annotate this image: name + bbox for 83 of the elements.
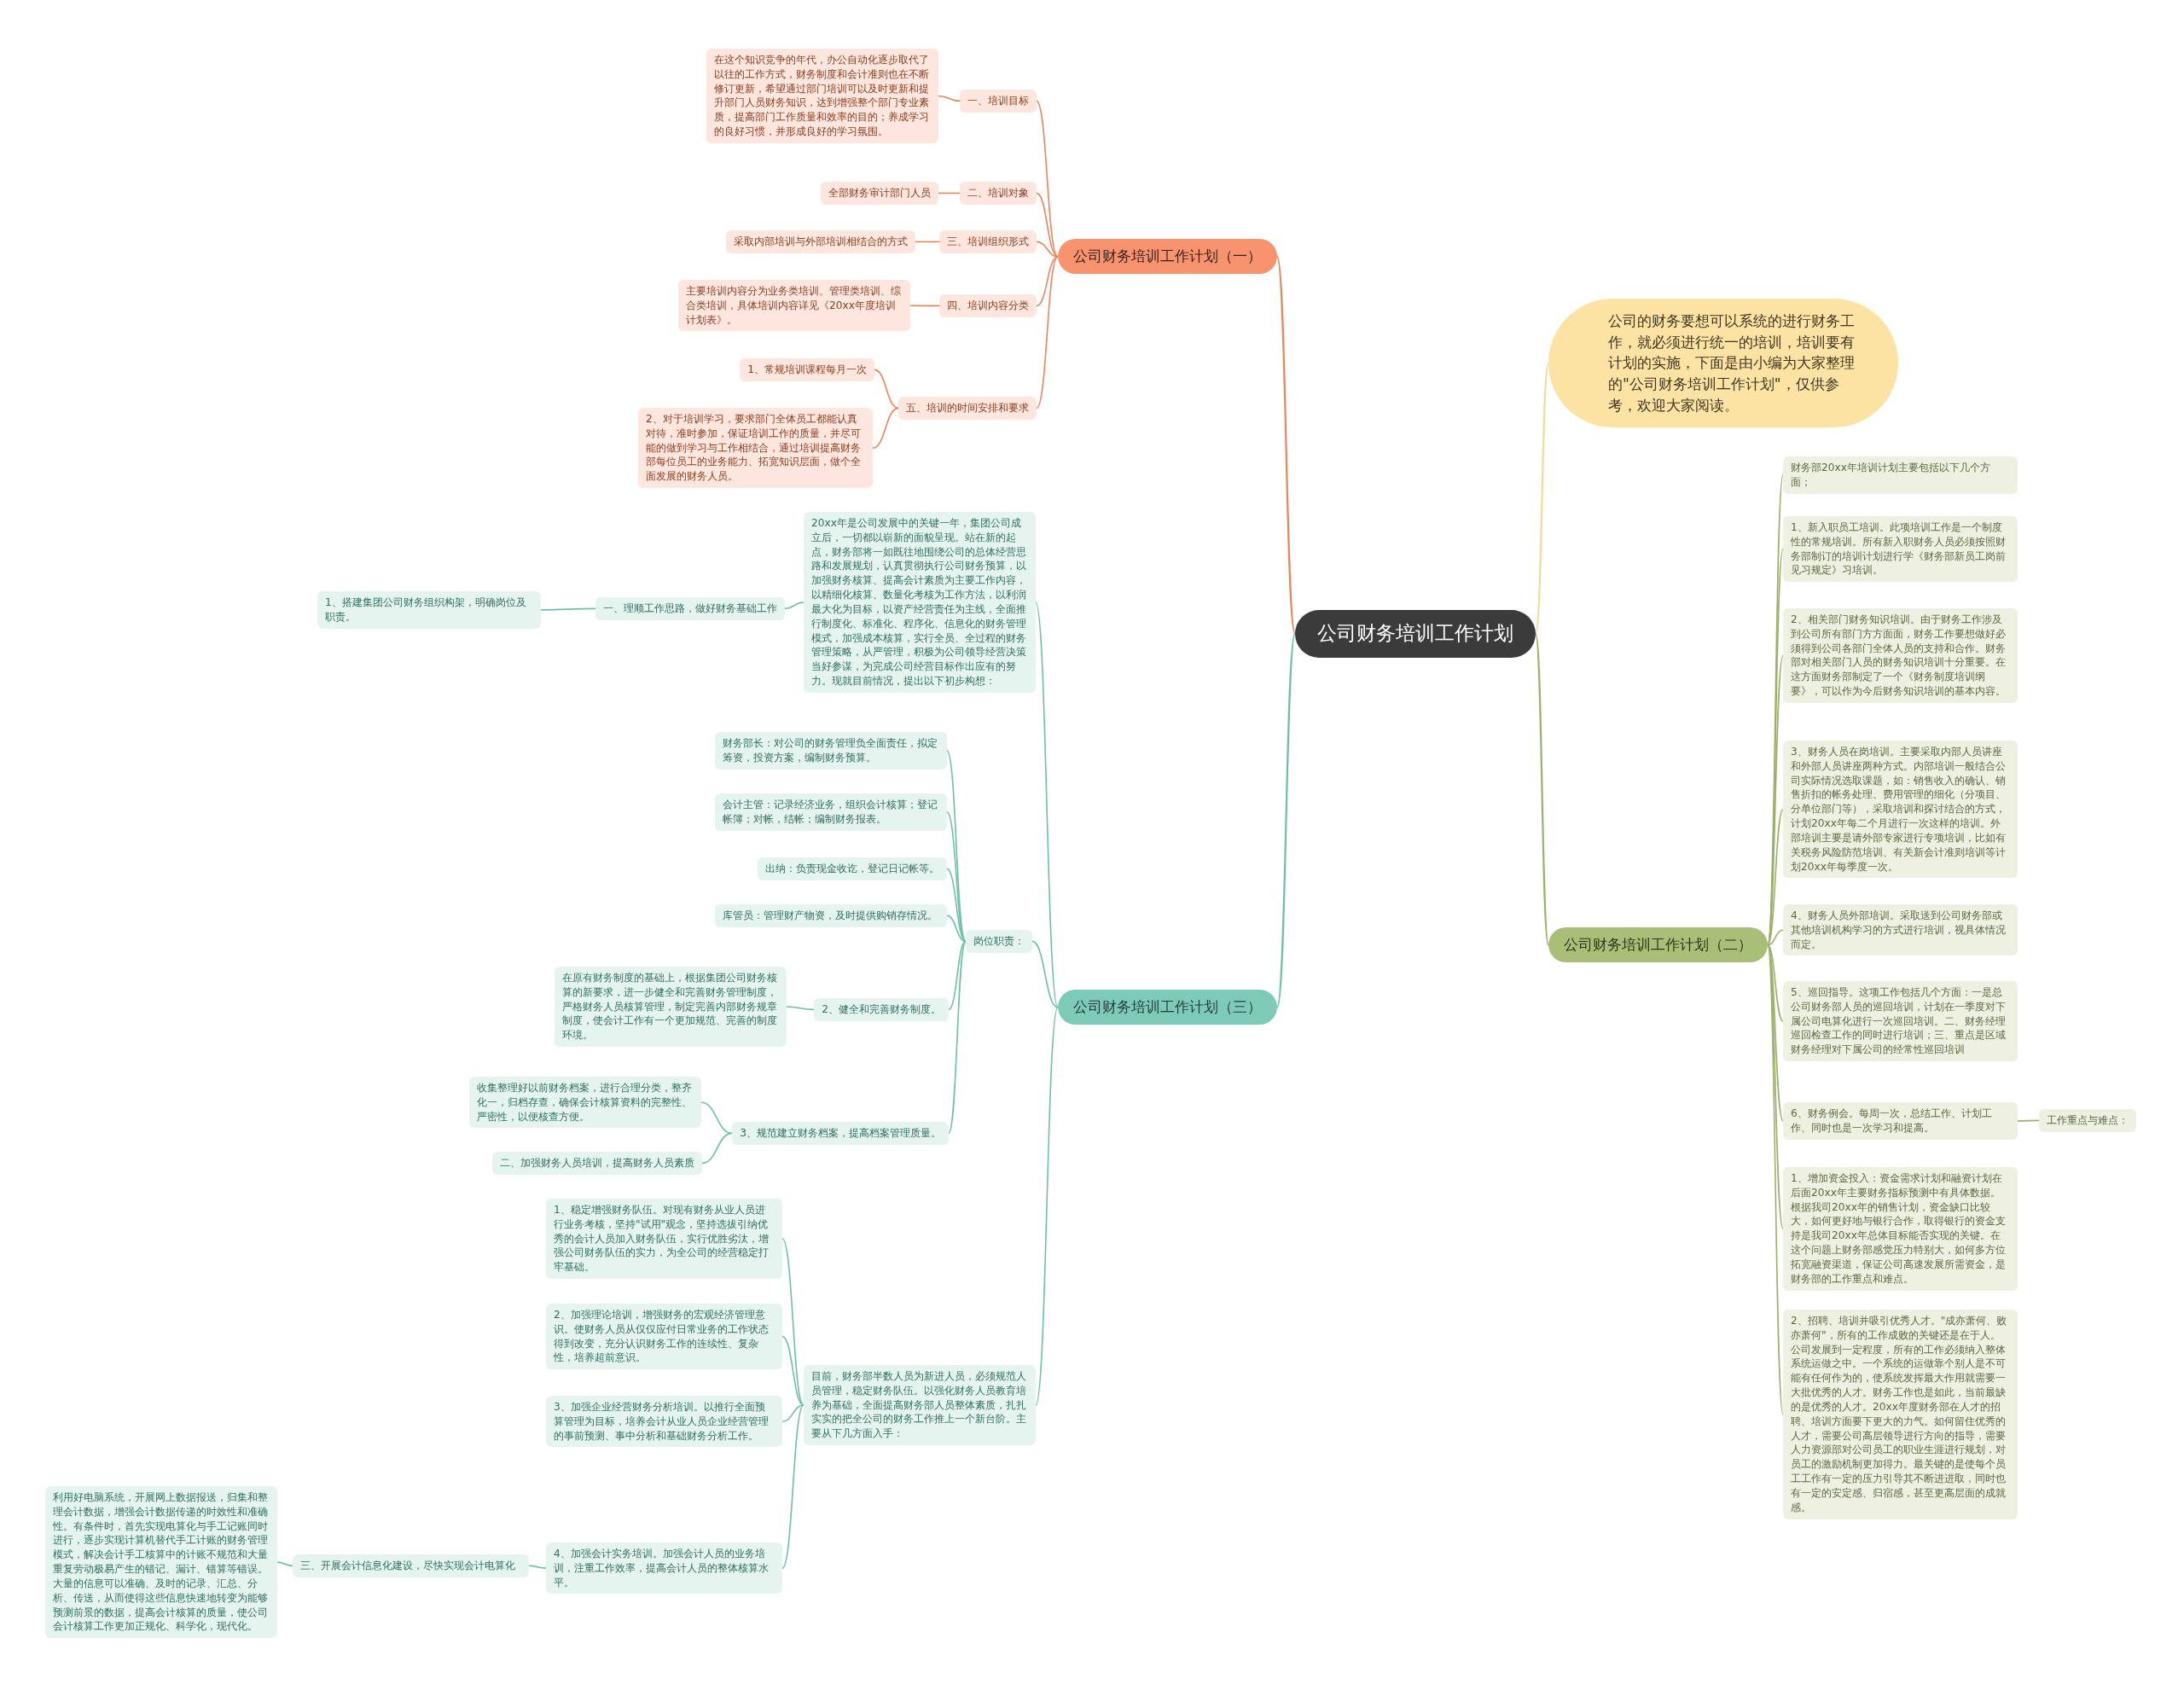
- text-box: 财务部长：对公司的财务管理负全面责任，拟定筹资，投资方案，编制财务预算。: [715, 732, 947, 770]
- connector-line: [1035, 601, 1059, 1008]
- text-box: 1、常规培训课程每月一次: [740, 358, 874, 381]
- text-box: 2、招聘、培训并吸引优秀人才。"成亦萧何、败亦萧何"，所有的工作成败的关键还是在于人。公司发展到一定程度，所有的工作必须纳入整体系统运做之中。一个系统的运做靠个别人是不可能有任何作为的，使系统发挥最大作用就需要一大批优秀的人才。财务工作也是如此，当前最缺的是优秀的人才。20xx年度财务部在人才的招聘、培训方面要下更大的力气。如何留住优秀的人才，需要公司高层领导进行方向的指导，需要人力资源部对公司员工的职业生涯进行规划，对员工的激励机制更加得力。最关键的是使每个员工工作有一定的压力引导其不断进进取，同时也有一定的安定感、归宿感，甚至更高层面的成就感。: [1783, 1310, 2018, 1519]
- text-box: 2、相关部门财务知识培训。由于财务工作涉及到公司所有部门方方面面，财务工作要想做好必须得到公司各部门全体人员的支持和合作。财务部对相关部门人员的财务知识培训十分重要。在这方面财务部制定了一个《财务制度培训纲要》，可以作为今后财务知识培训的基本内容。: [1783, 608, 2018, 703]
- topic-box: 二、加强财务人员培训，提高财务人员素质: [492, 1152, 702, 1175]
- connector-line: [938, 192, 961, 195]
- text-box: 主要培训内容分为业务类培训、管理类培训、综合类培训，具体培训内容详见《20xx年度培训计划表》。: [678, 280, 910, 332]
- topic-box: 2、健全和完善财务制度。: [814, 998, 949, 1021]
- connector-line: [528, 1565, 547, 1570]
- connector-line: [1275, 633, 1297, 1008]
- connector-line: [786, 1006, 816, 1011]
- text-box: 1、新入职员工培训。此项培训工作是一个制度性的常规培训。所有新入职财务人员必须按照财务部制订的培训计划进行学《财务部新员工岗前见习规定》习培训。: [1783, 516, 2018, 583]
- topic-box: 岗位职责：: [966, 930, 1032, 953]
- connector-line: [874, 369, 899, 410]
- topic-box: 3、规范建立财务档案，提高档案管理质量。: [732, 1122, 949, 1145]
- text-box: 20xx年是公司发展中的关键一年，集团公司成立后，一切都以崭新的面貌呈现。站在新的起点，财务部将一如既往地围绕公司的总体经营思路和发展规划，认真贯彻执行公司财务预算，以加强财务核算、提高会计素质为主要工作内容，以精细化核算、数量化考核为工作方法，以利润最大化为目标，以资产经营责任为主线，全面推行制度化、标准化、程序化、信息化的财务管理模式，加强成本核算，实行全员、全过程的财务管理策略，从严管理，积极为公司领导经营决策当好参谋，为完成公司经营目标作出应有的努力。现就目前情况，提出以下初步构想：: [804, 512, 1036, 693]
- connector-line: [1767, 929, 1784, 946]
- topic-box: 五、培训的时间安排和要求: [898, 397, 1037, 420]
- text-box: 出纳：负责现金收讫，登记日记帐等。: [758, 857, 947, 880]
- central-topic: 公司财务培训工作计划: [1295, 610, 1536, 658]
- intro-bubble: 公司的财务要想可以系统的进行财务工作，就必须进行统一的培训，培训要有计划的实施，下面是由小编为大家整理的"公司财务培训工作计划"，仅供参考，欢迎大家阅读。: [1548, 299, 1898, 428]
- connector-line: [1767, 808, 1784, 946]
- text-box: 采取内部培训与外部培训相结合的方式: [726, 230, 915, 253]
- branch-topic: 公司财务培训工作计划（二）: [1548, 927, 1768, 963]
- topic-box: 三、开展会计信息化建设，尽快实现会计电算化: [293, 1554, 529, 1577]
- text-box: 6、财务例会。每周一次，总结工作、计划工作、同时也是一次学习和提高。: [1783, 1102, 2018, 1140]
- text-box: 利用好电脑系统，开展网上数据报送，归集和整理会计数据，增强会计数据传递的时效性和准确性。有条件时，首先实现电算化与手工记账同时进行，逐步实现计算机替代手工计账的财务管理模式，解决会计手工核算中的计账不规范和大量重复劳动极易产生的错记、漏计、错算等错误。大量的信息可以准确、及时的记录、汇总、分析、传送，从而使得这些信息快速地转变为能够预测前景的数据，提高会计核算的质量，使公司会计核算工作更加正规化、科学化，现代化。: [45, 1486, 277, 1639]
- topic-box: 四、培训内容分类: [939, 294, 1037, 317]
- text-box: 4、财务人员外部培训。采取送到公司财务部或其他培训机构学习的方式进行培训，视具体情况而定。: [1783, 904, 2018, 956]
- connector-line: [781, 1335, 804, 1406]
- connector-line: [1534, 363, 1550, 635]
- connector-line: [946, 868, 967, 943]
- text-box: 4、加强会计实务培训。加强会计人员的业务培训，注重工作效率，提高会计人员的整体核算水平。: [546, 1542, 782, 1595]
- text-box: 3、财务人员在岗培训。主要采取内部人员讲座和外部人员讲座两种方式。内部培训一般结合公司实际情况选取课题，如：销售收入的确认、销售折扣的帐务处理、费用管理的细化（分项目、分单位部门等），采取培训和探讨结合的方式，计划20xx年每二个月进行一次这样的培训。外部培训主要是请外部专家进行专项培训，比如有关税务风险防范培训、有关新会计准则培训等计划20xx年每季度一次。: [1783, 741, 2018, 879]
- connector-line: [948, 940, 967, 1011]
- connector-line: [1036, 241, 1059, 258]
- text-box: 会计主管：记录经济业务，组织会计核算；登记帐簿；对帐，结帐；编制财务报表。: [715, 793, 947, 831]
- text-box: 1、搭建集团公司财务组织构架，明确岗位及职责。: [317, 591, 541, 629]
- topic-box: 一、理顺工作思路，做好财务基础工作: [595, 597, 785, 620]
- connector-line: [700, 1101, 734, 1135]
- text-box: 2、加强理论培训，增强财务的宏观经济管理意识。使财务人员从仅仅应付日常业务的工作状态得到改变，充分认识财务工作的连续性、复杂性，培养超前意识。: [546, 1304, 782, 1370]
- connector-line: [2017, 1119, 2040, 1122]
- text-box: 3、加强企业经营财务分析培训。以推行全面预算管理为目标，培养会计从业人员企业经营管理的事前预测、事中分析和基础财务分析工作。: [546, 1396, 782, 1448]
- branch-topic: 公司财务培训工作计划（一）: [1058, 239, 1277, 275]
- text-box: 在原有财务制度的基础上，根据集团公司财务核算的新要求，进一步健全和完善财务管理制度，严格财务人员核算管理，制定完善内部财务规章制度，使会计工作有一个更加规范、完善的制度环境。: [555, 967, 787, 1048]
- topic-box: 一、培训目标: [960, 90, 1037, 113]
- text-box: 1、增加资金投入：资金需求计划和融资计划在后面20xx年主要财务指标预测中有具体数据。根据我司20xx年的销售计划，资金缺口比较大，如何更好地与银行合作，取得银行的资金支持是我司20xx年总体目标能否实现的关键。在这个问题上财务部感觉压力特别大，如何多方位拓宽融资渠道，保证公司高速发展所需资金，是财务部的工作重点和难点。: [1783, 1167, 2018, 1291]
- text-box: 1、稳定增强财务队伍。对现有财务从业人员进行业务考核，坚持"试用"观念，坚持选拔引纳优秀的会计人员加入财务队伍，实行优胜劣汰，增强公司财务队伍的实力，为全公司的经营稳定打牢基础。: [546, 1199, 782, 1280]
- connector-line: [872, 407, 899, 449]
- connector-line: [540, 607, 596, 611]
- text-box: 全部财务审计部门人员: [821, 182, 938, 205]
- connector-line: [1036, 192, 1059, 258]
- text-box: 5、巡回指导。这项工作包括几个方面：一是总公司财务部人员的巡回培训，计划在一季度对下属公司电算化进行一次巡回培训。二、财务经理巡回检查工作的同时进行培训；三、重点是区域财务经理对下属公司的经常性巡回培训: [1783, 981, 2018, 1062]
- branch-topic: 公司财务培训工作计划（三）: [1058, 990, 1277, 1025]
- connector-line: [946, 811, 967, 943]
- topic-box: 三、培训组织形式: [939, 230, 1037, 253]
- connector-line: [1031, 940, 1059, 1008]
- connector-line: [909, 305, 940, 307]
- connector-line: [781, 1404, 804, 1423]
- connector-line: [915, 241, 940, 243]
- connector-line: [1036, 255, 1059, 307]
- connector-line: [1035, 1006, 1059, 1406]
- connector-line: [938, 95, 961, 102]
- connector-line: [784, 601, 804, 610]
- connector-line: [781, 1238, 804, 1406]
- text-box: 库管员：管理财产物资，及时提供购销存情况。: [715, 904, 947, 927]
- text-box: 在这个知识竞争的年代，办公自动化逐步取代了以往的工作方式，财务制度和会计准则也在不断修订更新，希望通过部门培训可以及时更新和提升部门人员财务知识，达到增强整个部门专业素质，提高部门工作质量和效率的目的；养成学习的良好习惯，并形成良好的学习氛围。: [706, 49, 938, 143]
- text-box: 2、对于培训学习，要求部门全体员工都能认真对待，准时参加，保证培训工作的质量，并尽可能的做到学习与工作相结合，通过培训提高财务部每位员工的业务能力、拓宽知识层面，做个全面发展的财务人员。: [638, 408, 873, 489]
- connector-line: [948, 940, 967, 1135]
- connector-line: [946, 915, 967, 943]
- text-box: 目前，财务部半数人员为新进人员，必须规范人员管理，稳定财务队伍。以强化财务人员教育培养为基础，全面提高财务部人员整体素质，扎扎实实的把全公司的财务工作推上一个新台阶。主要从下几方面入手：: [804, 1365, 1036, 1446]
- connector-line: [276, 1561, 293, 1567]
- connector-line: [781, 1404, 804, 1570]
- connector-line: [1534, 633, 1550, 945]
- topic-box: 二、培训对象: [960, 182, 1037, 205]
- connector-line: [1767, 944, 1784, 1022]
- connector-line: [701, 1132, 734, 1165]
- topic-box: 工作重点与难点：: [2039, 1109, 2136, 1132]
- connector-line: [1036, 255, 1059, 410]
- connector-line: [1275, 256, 1297, 635]
- text-box: 财务部20xx年培训计划主要包括以下几个方面；: [1783, 456, 2018, 494]
- text-box: 收集整理好以前财务档案，进行合理分类，整齐化一，归档存查，确保会计核算资料的完整性、严密性，以便核查方便。: [469, 1077, 701, 1129]
